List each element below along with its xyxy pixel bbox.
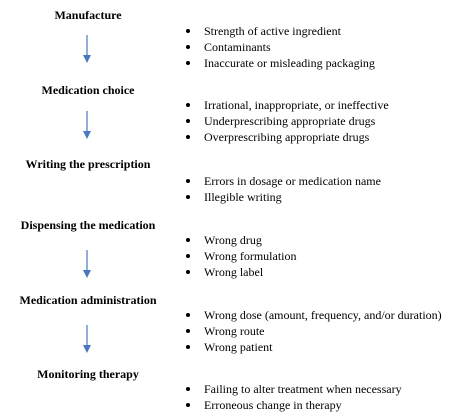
flow-arrow-4 [82,325,92,353]
bullet-icon [186,270,190,274]
list-item: Illegible writing [186,189,381,205]
list-item: Underprescribing appropriate drugs [186,113,389,129]
stage-title-manufacture: Manufacture [54,8,122,22]
issue-list-medication-administration: Wrong dose (amount, frequency, and/or du… [186,307,442,355]
stage-title-writing-the-prescription: Writing the prescription [25,157,151,171]
bullet-icon [186,135,190,139]
list-item: Wrong route [186,323,442,339]
bullet-icon [186,403,190,407]
issue-list-dispensing-the-medication: Wrong drug Wrong formulation Wrong label [186,232,297,280]
stage-title-medication-choice: Medication choice [41,83,135,97]
bullet-icon [186,103,190,107]
list-item: Failing to alter treatment when necessar… [186,381,402,397]
issue-list-monitoring-therapy: Failing to alter treatment when necessar… [186,381,402,413]
bullet-icon [186,313,190,317]
down-arrow-icon [83,111,91,139]
down-arrow-icon [83,325,91,353]
bullet-icon [186,119,190,123]
list-item: Wrong formulation [186,248,297,264]
list-item: Contaminants [186,39,375,55]
bullet-icon [186,345,190,349]
stage-title-medication-administration: Medication administration [19,293,157,307]
bullet-icon [186,29,190,33]
bullet-icon [186,238,190,242]
bullet-icon [186,179,190,183]
list-item: Erroneous change in therapy [186,397,402,413]
flow-arrow-3 [82,250,92,278]
list-item: Wrong patient [186,339,442,355]
bullet-icon [186,387,190,391]
down-arrow-icon [83,35,91,63]
flow-arrow-2 [82,111,92,139]
list-item: Wrong label [186,264,297,280]
list-item: Overprescribing appropriate drugs [186,129,389,145]
bullet-icon [186,61,190,65]
list-item: Wrong dose (amount, frequency, and/or du… [186,307,442,323]
list-item: Strength of active ingredient [186,23,375,39]
bullet-icon [186,195,190,199]
issue-list-medication-choice: Irrational, inappropriate, or ineffectiv… [186,97,389,145]
list-item: Irrational, inappropriate, or ineffectiv… [186,97,389,113]
stage-title-dispensing-the-medication: Dispensing the medication [20,218,156,232]
list-item: Errors in dosage or medication name [186,173,381,189]
issue-list-manufacture: Strength of active ingredient Contaminan… [186,23,375,71]
stage-title-monitoring-therapy: Monitoring therapy [37,367,139,381]
flow-arrow-1 [82,35,92,63]
bullet-icon [186,329,190,333]
issue-list-writing-the-prescription: Errors in dosage or medication name Ille… [186,173,381,205]
list-item: Inaccurate or misleading packaging [186,55,375,71]
bullet-icon [186,45,190,49]
bullet-icon [186,254,190,258]
down-arrow-icon [83,250,91,278]
list-item: Wrong drug [186,232,297,248]
